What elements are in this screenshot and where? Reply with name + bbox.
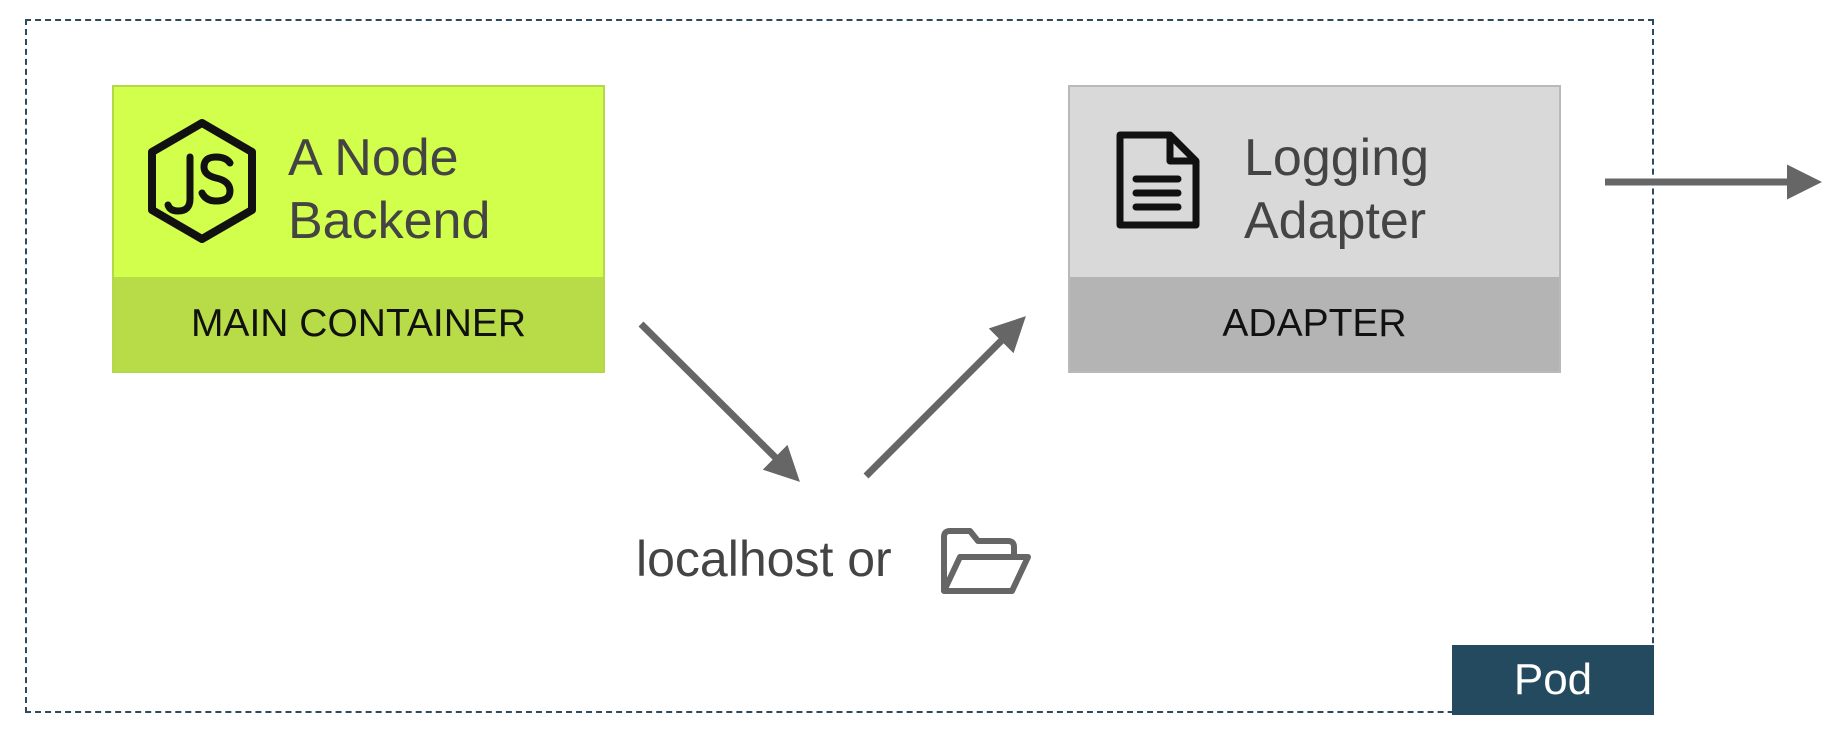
main-container-title-line2: Backend bbox=[288, 192, 491, 250]
main-container-box[interactable]: A Node Backend MAIN CONTAINER bbox=[112, 85, 605, 373]
adapter-header: Logging Adapter bbox=[1070, 87, 1559, 279]
adapter-title-line2: Adapter bbox=[1244, 192, 1427, 250]
adapter-title: Logging Adapter bbox=[1244, 127, 1429, 253]
main-container-title-line1: A Node bbox=[288, 129, 459, 187]
shared-resource-label: localhost or bbox=[636, 531, 892, 587]
document-icon bbox=[1114, 129, 1202, 236]
pod-label: Pod bbox=[1452, 645, 1654, 715]
adapter-title-line1: Logging bbox=[1244, 129, 1430, 187]
arrow-main-to-shared-icon bbox=[638, 321, 800, 482]
adapter-role-label: ADAPTER bbox=[1070, 277, 1559, 371]
main-container-role-label: MAIN CONTAINER bbox=[114, 277, 603, 371]
nodejs-icon bbox=[146, 119, 258, 248]
main-container-title: A Node Backend bbox=[288, 127, 490, 253]
adapter-box[interactable]: Logging Adapter ADAPTER bbox=[1068, 85, 1561, 373]
arrow-shared-to-adapter-icon bbox=[863, 316, 1026, 479]
pod-boundary bbox=[25, 19, 1654, 713]
main-container-header: A Node Backend bbox=[114, 87, 603, 279]
folder-icon bbox=[938, 525, 1034, 602]
